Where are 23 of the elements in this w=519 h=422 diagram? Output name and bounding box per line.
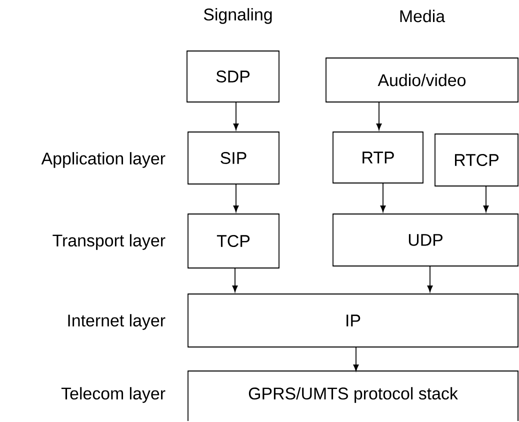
protocol-box: TCP — [188, 214, 280, 268]
protocol-box: SIP — [188, 132, 280, 184]
arrow — [232, 268, 238, 292]
layer-label: Media — [400, 10, 446, 22]
protocol-box: SDP — [186, 50, 280, 102]
protocol-box: RTCP — [434, 134, 518, 186]
arrow — [233, 102, 239, 130]
layer-label: Telecom layer — [61, 387, 166, 403]
arrow — [380, 183, 386, 212]
protocol-box: Audio/video — [326, 58, 518, 102]
layer-label: Transport layer — [52, 234, 166, 250]
layer-label: Application layer — [41, 152, 166, 168]
protocol-box: IP — [188, 294, 518, 348]
protocol-box: RTP — [332, 132, 424, 184]
layer-label: Internet layer — [68, 314, 166, 330]
arrow — [376, 102, 382, 130]
arrow — [427, 266, 433, 292]
arrow — [353, 347, 359, 372]
layer-label: Signaling — [204, 8, 272, 24]
protocol-box: UDP — [332, 214, 518, 266]
arrow — [483, 186, 489, 212]
protocol-box: GPRS/UMTS protocol stack — [188, 370, 518, 422]
arrow — [233, 184, 239, 212]
